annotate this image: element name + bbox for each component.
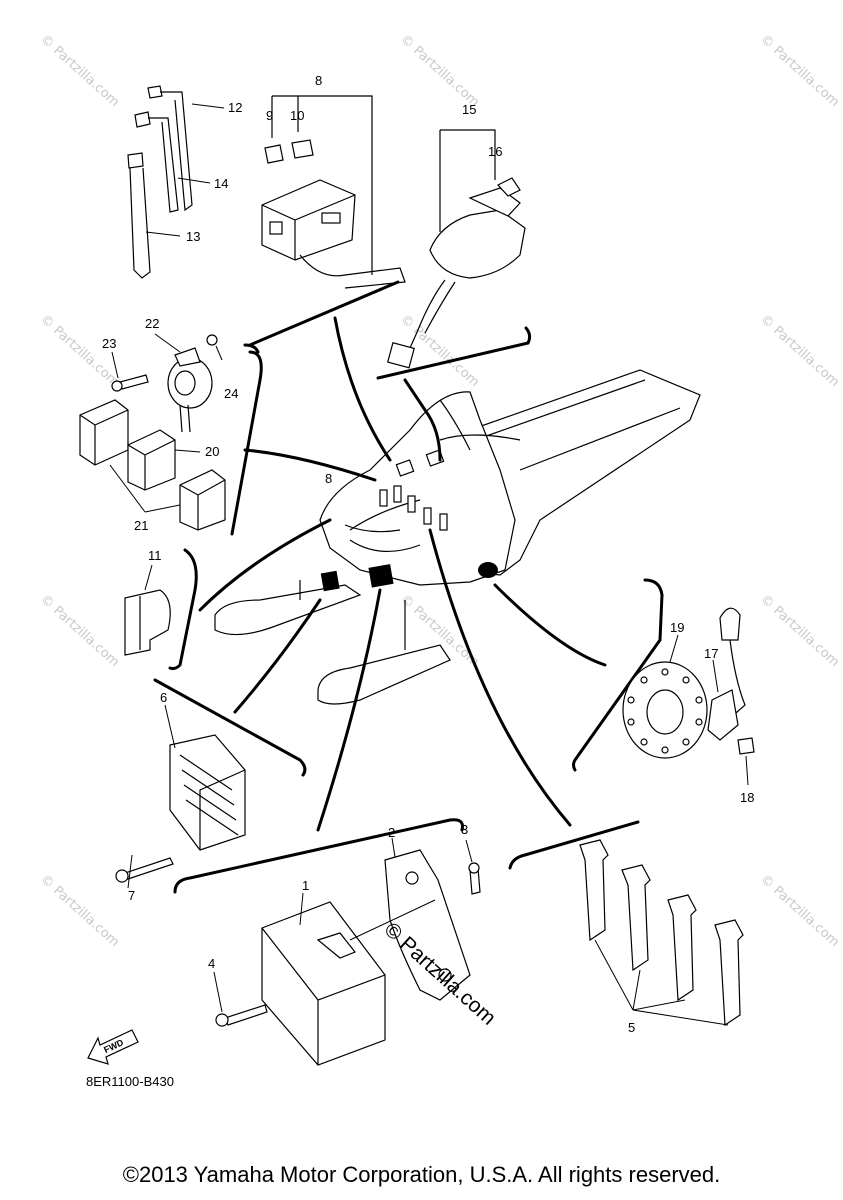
callout-15: 15 — [462, 102, 476, 117]
watermark-text: © Partzilla.com — [397, 32, 482, 110]
pickup-coil-group — [622, 607, 755, 786]
callout-23: 23 — [102, 336, 116, 351]
pointer-lines — [198, 316, 607, 832]
callout-17: 17 — [704, 646, 718, 661]
callout-7: 7 — [128, 888, 135, 903]
watermark-text: © Partzilla.com — [37, 872, 122, 950]
callout-2: 2 — [388, 825, 395, 840]
watermark-text: © Partzilla.com — [757, 872, 842, 950]
ignition-coils-group — [579, 839, 744, 1027]
snowmobile-chassis — [214, 369, 701, 705]
callout-8-center: 8 — [325, 471, 332, 486]
callout-18: 18 — [740, 790, 754, 805]
callout-3: 3 — [461, 822, 468, 837]
diagram-code: 8ER1100-B430 — [86, 1074, 174, 1089]
watermark-text: © Partzilla.com — [757, 32, 842, 110]
callout-10: 10 — [290, 108, 304, 123]
fuse-box-group — [261, 95, 406, 289]
callout-12: 12 — [228, 100, 242, 115]
callout-4: 4 — [208, 956, 215, 971]
sensor-relay-group — [79, 333, 226, 531]
watermark-text: © Partzilla.com — [757, 592, 842, 670]
callout-1: 1 — [302, 878, 309, 893]
watermark-text: © Partzilla.com — [37, 592, 122, 670]
rectifier-regulator-group — [115, 704, 246, 889]
main-switch-group — [387, 129, 526, 369]
callout-24: 24 — [224, 386, 238, 401]
watermark-text: © Partzilla.com — [757, 312, 842, 390]
rotor-holes — [627, 668, 703, 754]
spark-plug-caps — [379, 485, 448, 531]
callout-14: 14 — [214, 176, 228, 191]
callout-11: 11 — [148, 548, 162, 563]
callout-5: 5 — [628, 1020, 635, 1035]
callout-19: 19 — [670, 620, 684, 635]
group-brackets — [153, 280, 664, 894]
callout-20: 20 — [205, 444, 219, 459]
callout-16: 16 — [488, 144, 502, 159]
watermark-text: © Partzilla.com — [37, 32, 122, 110]
ecu-group — [213, 837, 481, 1066]
cable-ties-group — [127, 85, 225, 279]
copyright-notice: ©2013 Yamaha Motor Corporation, U.S.A. A… — [122, 1162, 721, 1187]
callout-numbers: 1 2 3 4 5 6 7 8 8 9 10 11 12 13 14 15 16… — [102, 73, 754, 1035]
callout-8-top: 8 — [315, 73, 322, 88]
callout-9: 9 — [266, 108, 273, 123]
fwd-arrow: FWD — [87, 1029, 139, 1065]
callout-21: 21 — [134, 518, 148, 533]
callout-6: 6 — [160, 690, 167, 705]
callout-22: 22 — [145, 316, 159, 331]
callout-13: 13 — [186, 229, 200, 244]
clip-group — [124, 564, 171, 656]
